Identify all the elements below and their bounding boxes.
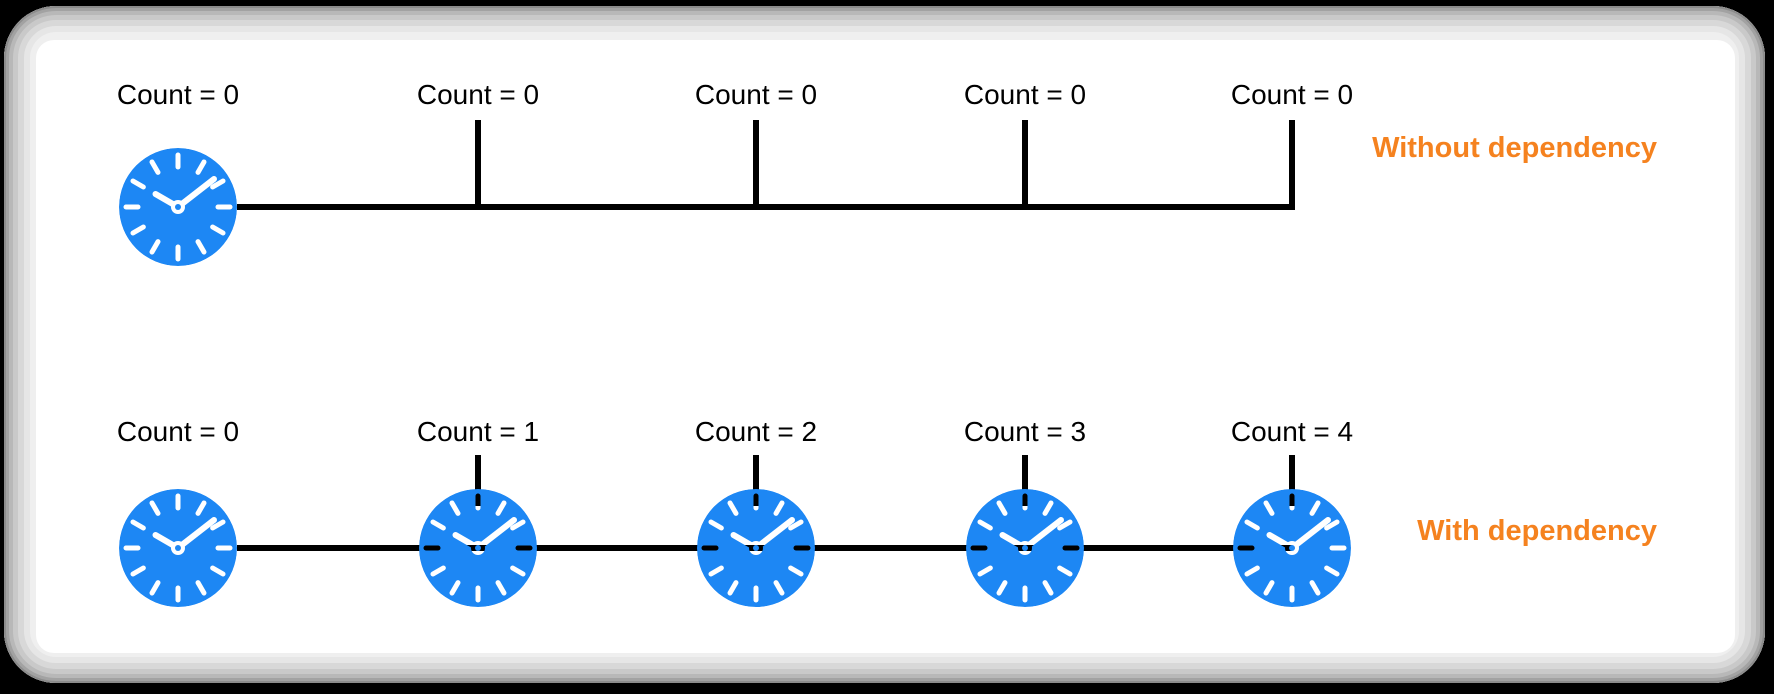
timeline-with xyxy=(119,455,1351,607)
count-label-with-2: Count = 1 xyxy=(416,416,540,447)
count-label-with-4: Count = 3 xyxy=(963,416,1087,447)
diagram-canvas: Count = 0 Count = 0 Count = 0 Count = 0 … xyxy=(36,40,1735,653)
count-label-with-3: Count = 2 xyxy=(694,416,818,447)
count-label-without-1: Count = 0 xyxy=(116,79,240,110)
count-label-without-4: Count = 0 xyxy=(963,79,1087,110)
count-label-with-1: Count = 0 xyxy=(116,416,240,447)
count-label-without-2: Count = 0 xyxy=(416,79,540,110)
caption-with-dependency: With dependency xyxy=(1417,515,1657,547)
count-label-without-3: Count = 0 xyxy=(694,79,818,110)
clock-icon xyxy=(419,489,537,607)
clock-icon xyxy=(966,489,1084,607)
timeline-without xyxy=(119,120,1295,266)
count-label-without-5: Count = 0 xyxy=(1230,79,1354,110)
count-label-with-5: Count = 4 xyxy=(1230,416,1354,447)
clock-icon xyxy=(697,489,815,607)
clock-icon xyxy=(1233,489,1351,607)
clock-icon xyxy=(119,148,237,266)
caption-without-dependency: Without dependency xyxy=(1372,132,1657,164)
clock-icon xyxy=(119,489,237,607)
diagram-graphics xyxy=(119,120,1351,607)
